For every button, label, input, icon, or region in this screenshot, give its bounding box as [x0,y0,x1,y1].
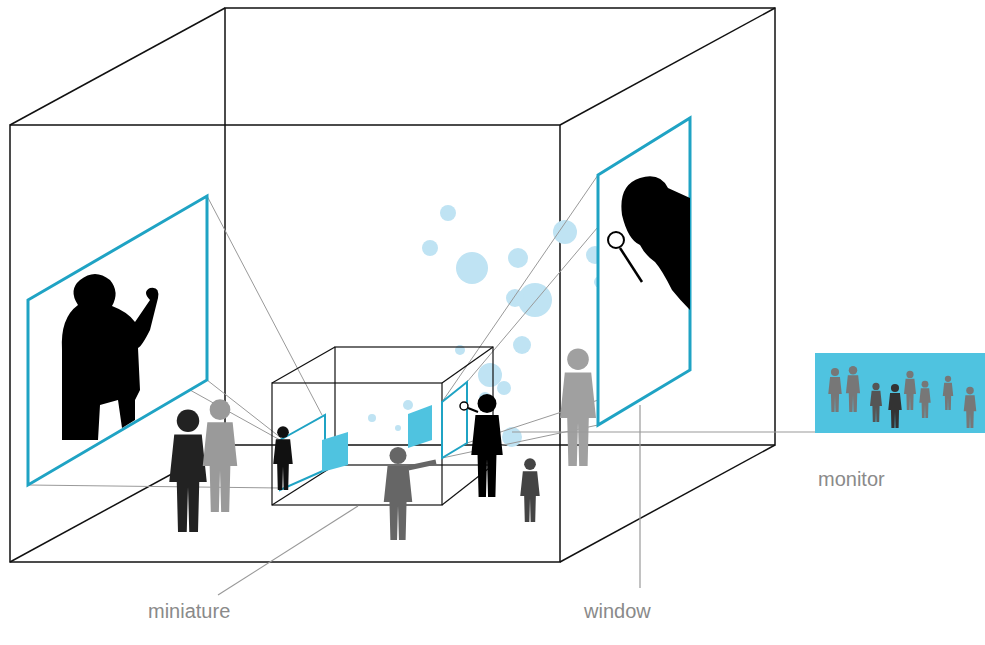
room-outline [10,8,775,562]
right-window [598,118,690,425]
visitors [169,348,596,540]
part-label: monitor [818,469,885,489]
part-label: miniature [148,601,230,621]
miniature-windows [280,382,467,490]
part-label: window [584,601,651,621]
monitor-screen [815,353,985,433]
miniature-cube [272,347,493,505]
leader-lines [218,405,815,595]
